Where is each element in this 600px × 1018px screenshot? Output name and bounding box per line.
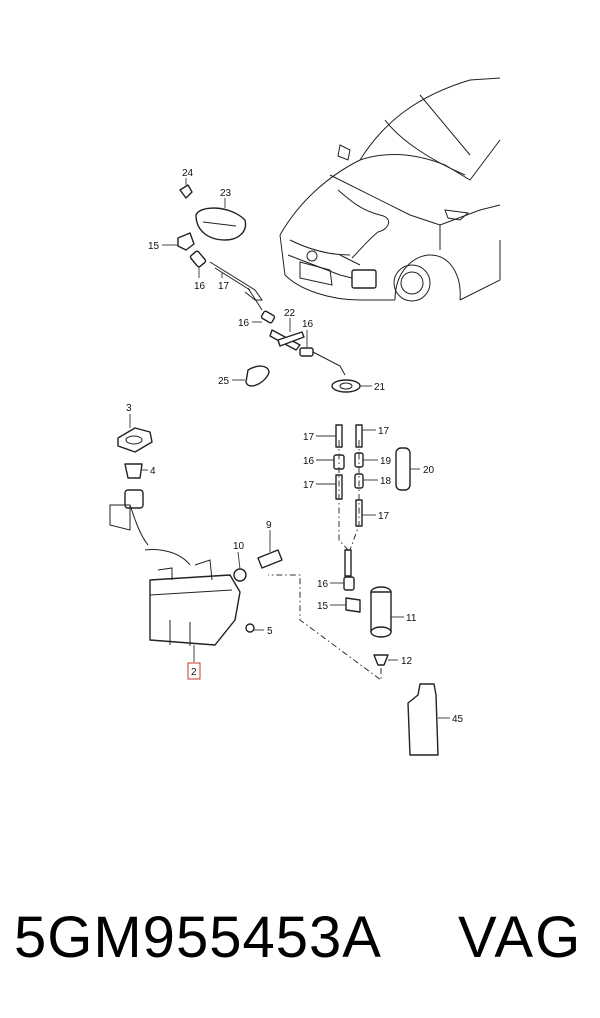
brand-name: VAG: [458, 905, 583, 970]
callout-17: 17: [303, 432, 315, 443]
part-20-shape: [395, 447, 411, 491]
part-21-shape: [331, 379, 361, 393]
callout-45: 45: [452, 714, 464, 725]
callout-15: 15: [148, 241, 160, 252]
callout-18: 18: [380, 476, 392, 487]
reservoir-assembly: [109, 427, 283, 646]
part-12-shape: [373, 654, 389, 666]
callout-5: 5: [267, 626, 273, 637]
callout-16: 16: [238, 318, 250, 329]
callout-10: 10: [233, 541, 245, 552]
part-15b-shape: [345, 597, 361, 613]
callout-12: 12: [401, 656, 413, 667]
callout-16: 16: [317, 579, 329, 590]
callout-21: 21: [374, 382, 386, 393]
part-24-shape: [179, 184, 193, 199]
part-4-shape: [124, 463, 143, 479]
part-number: 5GM955453A: [14, 905, 382, 970]
callout-11: 11: [406, 613, 417, 624]
callout-2-highlight-box: [187, 662, 201, 680]
callout-16: 16: [194, 281, 206, 292]
part-10-shape: [233, 568, 247, 582]
callout-19: 19: [380, 456, 392, 467]
part-16b-shape: [260, 310, 276, 324]
callout-22: 22: [284, 308, 296, 319]
callout-16: 16: [302, 319, 314, 330]
nozzle-assembly: [177, 184, 361, 393]
callout-24: 24: [182, 168, 194, 179]
callouts: 24 23 15 16 17 22 16 16 25 21 3 4 17 17 …: [126, 168, 464, 725]
callout-20: 20: [423, 465, 435, 476]
callout-9: 9: [266, 520, 272, 531]
part-5-shape: [245, 623, 255, 633]
product-footer: 5GM955453A VAG: [0, 893, 600, 983]
callout-4: 4: [150, 466, 156, 477]
parts-exploded-diagram: 24 23 15 16 17 22 16 16 25 21 3 4 17 17 …: [109, 77, 501, 756]
callout-25: 25: [218, 376, 230, 387]
part-17f-shape: [344, 549, 352, 577]
callout-23: 23: [220, 188, 232, 199]
part-16-shape: [189, 250, 207, 268]
leader-lines: [129, 178, 450, 719]
callout-16: 16: [303, 456, 315, 467]
callout-2: 2: [191, 667, 197, 678]
hose-column: [333, 424, 411, 591]
callout-15: 15: [317, 601, 329, 612]
part-9-shape: [257, 549, 283, 569]
callout-17: 17: [303, 480, 315, 491]
callout-17: 17: [378, 511, 390, 522]
car-illustration: [279, 77, 501, 302]
part-16c-shape: [299, 347, 314, 357]
callout-17: 17: [218, 281, 230, 292]
part-16e-shape: [343, 576, 355, 591]
callout-17: 17: [378, 426, 390, 437]
pump-assembly: [268, 574, 392, 681]
fluid-bottle: [407, 683, 439, 756]
callout-3: 3: [126, 403, 132, 414]
part-45-shape: [407, 683, 439, 756]
part-25-shape: [245, 365, 270, 387]
part-3-shape: [117, 427, 153, 453]
part-15-shape: [177, 232, 195, 251]
part-2-shape: [149, 574, 241, 646]
